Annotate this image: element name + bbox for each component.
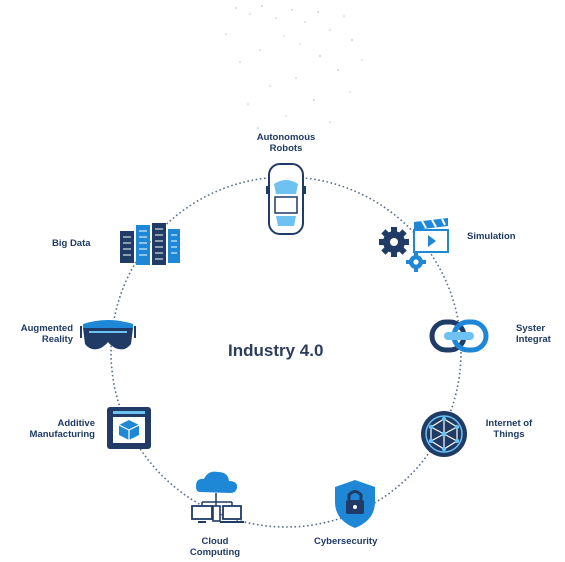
server-rack-icon <box>120 223 180 265</box>
autonomous-robots-label: Autonomous Robots <box>256 132 316 154</box>
cybersecurity-node <box>331 478 379 530</box>
internet-of-things-label: Internet of Things <box>485 418 533 440</box>
iot-network-icon <box>421 411 467 457</box>
additive-manufacturing-label: Additive Manufacturing <box>29 418 95 440</box>
augmented-reality-node <box>79 314 137 354</box>
augmented-reality-label: Augmented Reality <box>20 323 73 345</box>
autonomous-robots-node <box>266 162 306 236</box>
simulation-node <box>378 216 452 278</box>
gears-clapperboard-icon <box>379 218 449 272</box>
additive-manufacturing-node <box>104 404 154 454</box>
3d-printer-icon <box>107 407 151 449</box>
cloud-devices-icon <box>191 471 244 523</box>
big-data-node <box>118 221 182 267</box>
chain-link-icon <box>429 319 489 353</box>
shield-lock-icon <box>335 480 375 528</box>
simulation-label: Simulation <box>467 231 516 242</box>
system-integration-node <box>429 318 489 354</box>
center-title: Industry 4.0 <box>228 341 324 360</box>
big-data-label: Big Data <box>52 238 91 249</box>
particle-scatter <box>225 5 363 135</box>
cloud-computing-label: Cloud Computing <box>189 536 241 558</box>
ar-headset-icon <box>80 320 136 350</box>
internet-of-things-node <box>419 409 469 459</box>
cybersecurity-label: Cybersecurity <box>314 536 378 547</box>
robot-vehicle-icon <box>266 163 306 235</box>
system-integration-label: Syster Integrat <box>516 323 551 345</box>
cloud-computing-node <box>186 468 246 526</box>
